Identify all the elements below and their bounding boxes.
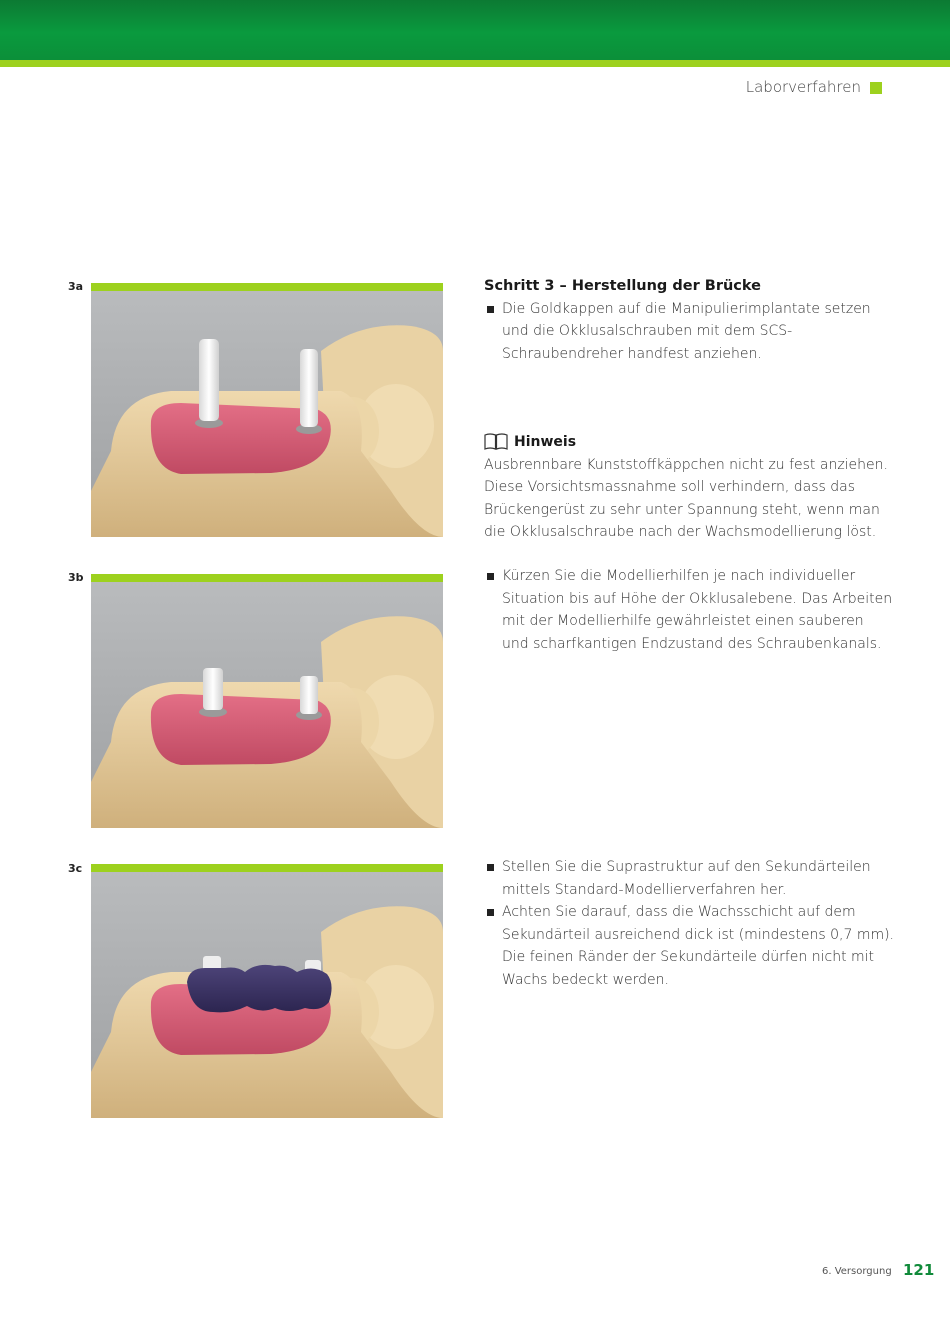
- header-accent-line: [0, 60, 950, 67]
- figure-label-3b: 3b: [68, 571, 84, 584]
- step-3-block: Schritt 3 – Herstellung der Brücke Die G…: [484, 275, 894, 365]
- header-band: [0, 0, 950, 60]
- note-block: Hinweis Ausbrennbare Kunststoffkäppchen …: [484, 431, 894, 544]
- list-item: Kürzen Sie die Modellierhilfen je nach i…: [484, 565, 894, 655]
- note-header: Hinweis: [484, 431, 894, 454]
- photo-3b: [91, 582, 443, 828]
- list-item: Stellen Sie die Suprastruktur auf den Se…: [484, 856, 894, 901]
- bullet-list-a: Die Goldkappen auf die Manipulierimplant…: [484, 298, 894, 366]
- step-title: Schritt 3 – Herstellung der Brücke: [484, 278, 761, 294]
- list-item: Achten Sie darauf, dass die Wachsschicht…: [484, 901, 894, 991]
- step-3c-text: Stellen Sie die Suprastruktur auf den Se…: [484, 856, 894, 991]
- figure-bar-3b: [91, 574, 443, 582]
- photo-3c: [91, 872, 443, 1118]
- book-icon: [484, 433, 508, 451]
- note-text: Ausbrennbare Kunststoffkäppchen nicht zu…: [484, 456, 888, 541]
- step-3b-text: Kürzen Sie die Modellierhilfen je nach i…: [484, 565, 894, 655]
- note-title: Hinweis: [514, 434, 577, 450]
- footer-section: 6. Versorgung: [822, 1266, 892, 1277]
- list-item: Die Goldkappen auf die Manipulierimplant…: [484, 298, 894, 366]
- photo-3a: [91, 291, 443, 537]
- section-title: Laborverfahren: [745, 78, 861, 96]
- figure-bar-3c: [91, 864, 443, 872]
- figure-label-3a: 3a: [68, 280, 84, 293]
- figure-label-3c: 3c: [68, 862, 83, 875]
- bullet-list-b: Kürzen Sie die Modellierhilfen je nach i…: [484, 565, 894, 655]
- section-marker: [870, 82, 882, 94]
- figure-bar-3a: [91, 283, 443, 291]
- bullet-list-c: Stellen Sie die Suprastruktur auf den Se…: [484, 856, 894, 991]
- page-number: 121: [903, 1261, 935, 1279]
